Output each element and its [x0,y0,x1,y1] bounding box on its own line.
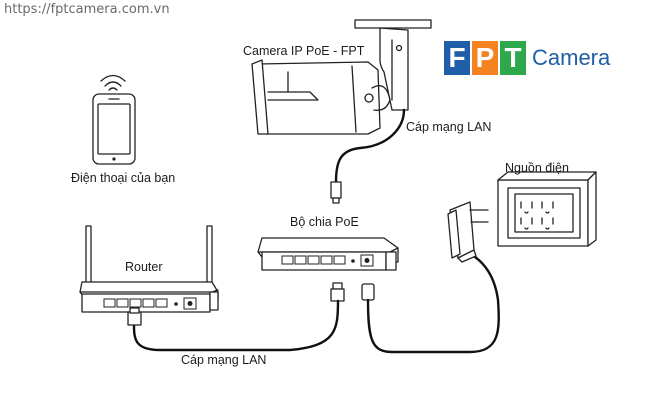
logo-letter-f: F [444,41,470,75]
watermark-url: https://fptcamera.com.vn [4,2,170,17]
lan-cable-top-label: Cáp mạng LAN [406,120,492,134]
logo-word: Camera [532,45,611,70]
smartphone-wifi-icon [92,74,136,165]
power-cable [361,252,500,354]
power-adapter-icon [447,201,489,263]
bullet-camera-icon [251,19,432,204]
poe-switch-label: Bộ chia PoE [290,215,359,229]
wall-outlet-icon [497,171,597,247]
lan-cable-bottom-label: Cáp mạng LAN [181,353,267,367]
logo-letter-p: P [472,41,498,75]
router-label: Router [125,260,163,274]
fpt-camera-logo: F P T Camera [444,38,610,78]
poe-switch-icon [257,237,399,271]
router-icon [79,225,219,313]
logo-letter-t: T [500,41,526,75]
phone-label: Điện thoại của bạn [71,171,176,185]
lan-cable-bottom [127,282,345,352]
power-source-label: Nguồn điện [505,161,569,175]
camera-label: Camera IP PoE - FPT [243,44,365,58]
